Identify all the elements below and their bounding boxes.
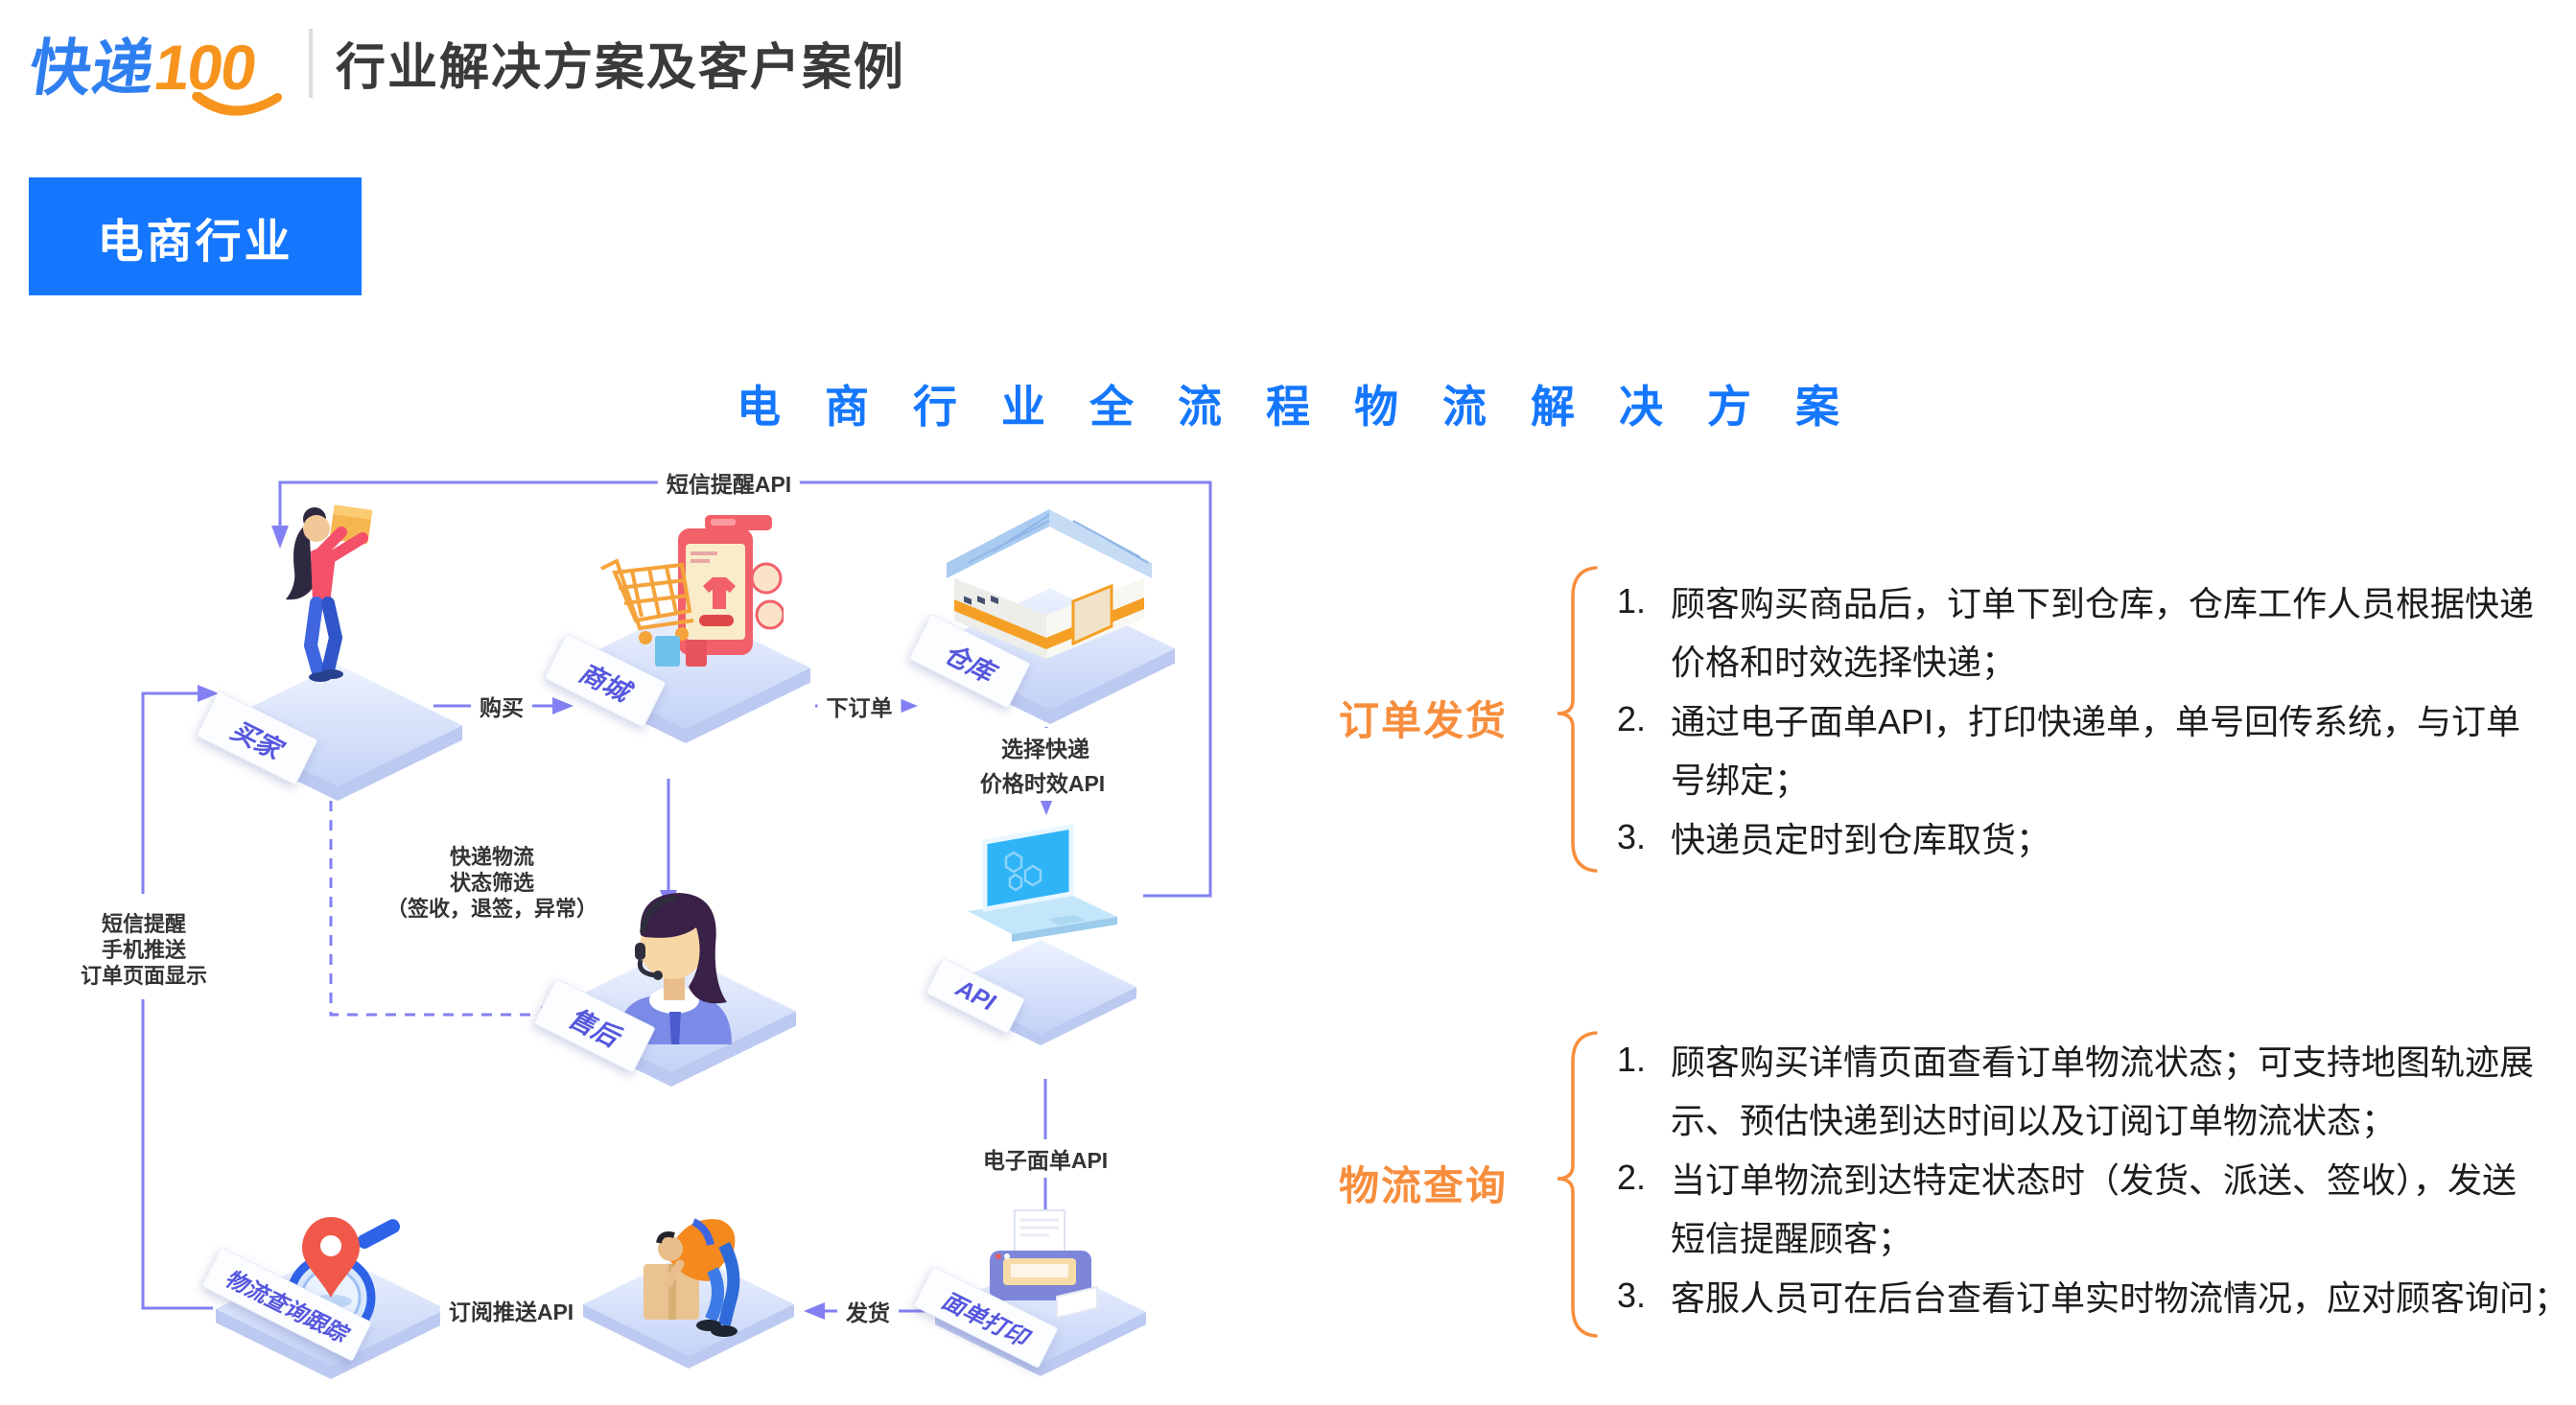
note-line: 快递物流 [449, 845, 535, 869]
node-tracking: 物流查询跟踪 [200, 1204, 446, 1379]
logo-cn-text: 快递 [25, 34, 160, 103]
annotation-label-logistics-query: 物流查询 [1339, 1163, 1509, 1208]
annotation-line: 2. 通过电子面单API，打印快递单，单号回传系统，与订单 [1617, 690, 2534, 749]
node-warehouse: 仓库 [908, 503, 1175, 724]
note-left-push: 短信提醒 手机推送 订单页面显示 [74, 909, 214, 991]
node-buyer: 买家 [196, 494, 462, 801]
item-number: 3. [1617, 1275, 1647, 1315]
annotation-line: 3. 快递员定时到仓库取货； [1617, 808, 2534, 867]
edge-label-subscribe-api: 订阅推送API [439, 1291, 583, 1329]
edge-label-choose-express: 选择快递 [993, 728, 1098, 766]
node-api: API [925, 815, 1136, 1045]
kuaidi100-logo: 快递100 [25, 19, 282, 116]
item-text: 顾客购买商品后，订单下到仓库，仓库工作人员根据快递 [1671, 583, 2535, 623]
node-mall: 商城 [544, 515, 810, 743]
page-title: 行业解决方案及客户案例 [336, 40, 906, 96]
annotation-line: 号绑定； [1617, 749, 2534, 808]
annotation-order-shipping: 1. 顾客购买商品后，订单下到仓库，仓库工作人员根据快递 价格和时效选择快递； … [1617, 572, 2534, 867]
item-text: 短信提醒顾客； [1671, 1219, 1913, 1259]
printer-waybill-icon [990, 1209, 1098, 1320]
note-line: 手机推送 [101, 938, 187, 962]
item-number: 1. [1617, 1039, 1647, 1079]
item-text: 号绑定； [1671, 761, 1810, 801]
annotation-line: 2. 当订单物流到达特定状态时（发货、派送、签收），发送 [1617, 1148, 2568, 1207]
annotation-label-order-shipping: 订单发货 [1339, 698, 1509, 743]
note-line: （签收，退签，异常） [386, 897, 598, 921]
item-text: 通过电子面单API，打印快递单，单号回传系统，与订单 [1671, 701, 2521, 741]
buyer-person-box-icon [286, 504, 373, 682]
item-number: 1. [1617, 580, 1647, 621]
annotation-line: 1. 顾客购买商品后，订单下到仓库，仓库工作人员根据快递 [1617, 572, 2534, 631]
item-number: 2. [1617, 1157, 1647, 1197]
section-title: 电商行业全流程物流解决方案 [737, 382, 1884, 432]
item-text: 客服人员可在后台查看订单实时物流情况，应对顾客询问； [1671, 1277, 2569, 1318]
annotation-line: 1. 顾客购买详情页面查看订单物流状态；可支持地图轨迹展 [1617, 1030, 2568, 1089]
note-status-filter: 快递物流 状态筛选 （签收，退签，异常） [380, 842, 604, 924]
node-aftersale: 售后 [533, 868, 796, 1087]
edge-label-place-order: 下订单 [817, 687, 902, 725]
item-text: 价格和时效选择快递； [1671, 643, 2017, 683]
item-number: 2. [1617, 698, 1647, 738]
edge-label-price-api: 价格时效API [971, 762, 1114, 801]
edge-label-ship: 发货 [837, 1292, 899, 1330]
annotation-line: 短信提醒顾客； [1617, 1207, 2568, 1267]
industry-badge: 电商行业 [29, 177, 362, 295]
header-divider [309, 29, 313, 98]
courier-picking-box-icon [644, 1218, 740, 1337]
note-line: 短信提醒 [101, 912, 187, 936]
platform [935, 1260, 1146, 1376]
edge-label-waybill-api: 电子面单API [973, 1139, 1117, 1178]
annotation-line: 价格和时效选择快递； [1617, 631, 2534, 691]
bracket-logistics-query [1557, 1031, 1598, 1338]
bracket-order-shipping [1557, 566, 1598, 873]
note-line: 状态筛选 [449, 871, 535, 895]
annotation-line: 示、预估快递到达时间以及订阅订单物流状态； [1617, 1089, 2568, 1149]
item-text: 快递员定时到仓库取货； [1671, 819, 2051, 859]
annotation-line: 3. 客服人员可在后台查看订单实时物流情况，应对顾客询问； [1617, 1266, 2568, 1325]
item-text: 顾客购买详情页面查看订单物流状态；可支持地图轨迹展 [1671, 1042, 2535, 1082]
industry-badge-label: 电商行业 [97, 216, 293, 268]
api-laptop-icon [968, 824, 1117, 942]
mall-phone-cart-icon [600, 515, 784, 667]
edge-label-buy: 购买 [471, 687, 532, 725]
warehouse-building-icon [947, 509, 1152, 659]
logo-smile-icon [192, 92, 282, 116]
edge-label-sms-api: 短信提醒API [657, 463, 801, 502]
node-courier [583, 1189, 794, 1369]
note-line: 订单页面显示 [80, 964, 208, 988]
item-text: 示、预估快递到达时间以及订阅订单物流状态； [1671, 1101, 2397, 1141]
item-number: 3. [1617, 816, 1647, 856]
item-text: 当订单物流到达特定状态时（发货、派送、签收），发送 [1671, 1159, 2517, 1200]
annotation-logistics-query: 1. 顾客购买详情页面查看订单物流状态；可支持地图轨迹展 示、预估快递到达时间以… [1617, 1030, 2568, 1325]
node-printer: 面单打印 [913, 1206, 1146, 1376]
